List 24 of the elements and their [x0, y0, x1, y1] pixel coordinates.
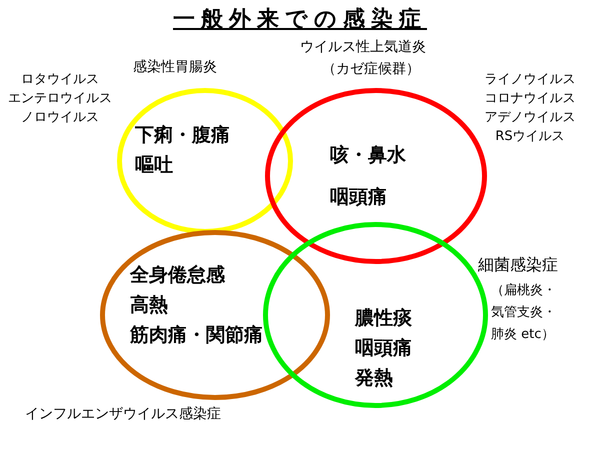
pathogen-name: アデノウイルス [484, 109, 576, 126]
disease-heading: （カゼ症候群） [322, 60, 420, 78]
disease-heading: ウイルス性上気道炎 [300, 38, 426, 56]
symptom-text: 咽頭痛 [330, 185, 387, 210]
pathogen-name: RSウイルス [494, 128, 566, 145]
disease-heading: 細菌感染症 [478, 255, 558, 276]
symptom-text: 嘔吐 [135, 153, 173, 178]
pathogen-name: コロナウイルス [484, 90, 576, 107]
symptom-text: 咳・鼻水 [330, 143, 406, 168]
diagram-title: 一般外来での感染症 [173, 7, 427, 32]
disease-examples: （扁桃炎・気管支炎・肺炎 etc） [491, 282, 557, 344]
pathogen-name: ライノウイルス [484, 71, 576, 88]
symptom-text: 全身倦怠感 [130, 263, 225, 288]
symptom-text: 高熱 [130, 293, 168, 318]
symptom-text: 発熱 [355, 366, 393, 391]
symptom-text: 膿性痰 [355, 306, 412, 331]
pathogen-name: ノロウイルス [20, 109, 100, 126]
disease-heading: インフルエンザウイルス感染症 [25, 405, 221, 423]
symptom-text: 咽頭痛 [355, 336, 412, 361]
pathogen-name: ロタウイルス [20, 71, 100, 88]
symptom-text: 筋肉痛・関節痛 [130, 323, 263, 348]
disease-heading: 感染性胃腸炎 [133, 58, 217, 76]
pathogen-name: エンテロウイルス [7, 90, 113, 107]
symptom-text: 下痢・腹痛 [135, 123, 230, 148]
